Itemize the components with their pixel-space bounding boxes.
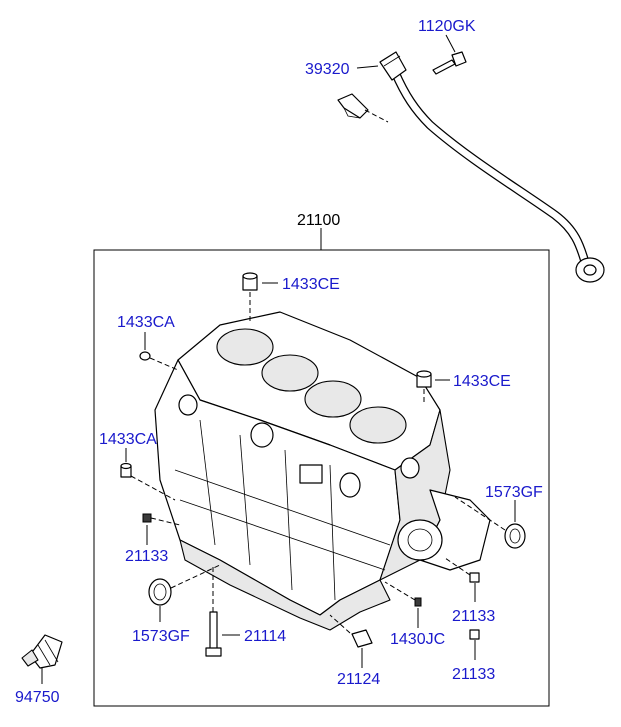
label-1120gk: 1120GK — [418, 18, 476, 35]
label-1573gf-right: 1573GF — [485, 484, 543, 501]
label-1433ce-top: 1433CE — [282, 276, 340, 293]
small-parts — [21, 272, 526, 669]
label-1433ce-right: 1433CE — [453, 373, 511, 390]
cylinder-block — [154, 311, 491, 631]
label-1433ca-upper: 1433CA — [117, 314, 175, 331]
label-21114: 21114 — [244, 628, 286, 645]
label-21133-right-upper: 21133 — [452, 608, 495, 625]
label-21133-right-lower: 21133 — [452, 666, 495, 683]
label-1430jc: 1430JC — [390, 631, 445, 648]
knock-sensor-harness — [337, 34, 605, 283]
label-21133-left: 21133 — [125, 548, 168, 565]
label-39320: 39320 — [305, 61, 350, 78]
label-94750: 94750 — [15, 689, 60, 706]
leader-lines — [41, 282, 516, 684]
label-21124: 21124 — [337, 671, 380, 688]
assembly-frame — [93, 228, 550, 707]
label-21100: 21100 — [297, 212, 340, 229]
label-1433ca-lower: 1433CA — [99, 431, 157, 448]
label-1573gf-left: 1573GF — [132, 628, 190, 645]
part-labels: 1120GK 39320 21100 1433CE 1433CE 1433CA … — [15, 18, 543, 706]
